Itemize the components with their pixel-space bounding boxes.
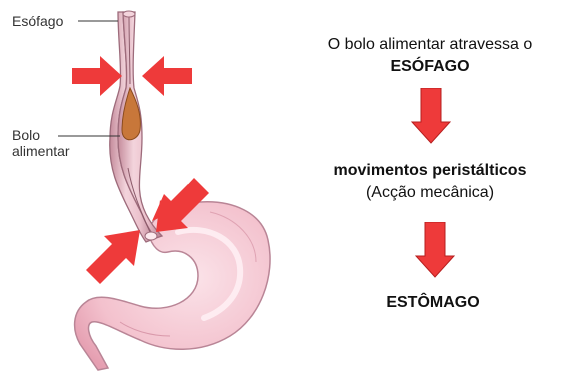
bolus-label-line-2: alimentar xyxy=(12,144,70,159)
step2-text: movimentos peristálticos xyxy=(300,160,560,182)
left-compression-arrow xyxy=(72,56,122,96)
step1-text: O bolo alimentar atravessa o xyxy=(300,34,560,56)
esophagus-label: Esófago xyxy=(12,14,63,29)
bolus-label-line-1: Bolo xyxy=(12,128,40,143)
step3-organ: ESTÔMAGO xyxy=(303,292,563,314)
down-arrow-2 xyxy=(415,222,455,278)
down-arrow-1 xyxy=(411,88,451,144)
anatomy-illustration xyxy=(0,0,290,376)
lower-stomach-arrow xyxy=(86,230,140,284)
step2-note: (Acção mecânica) xyxy=(300,182,560,204)
right-compression-arrow xyxy=(142,56,192,96)
step1-organ: ESÓFAGO xyxy=(300,56,560,78)
